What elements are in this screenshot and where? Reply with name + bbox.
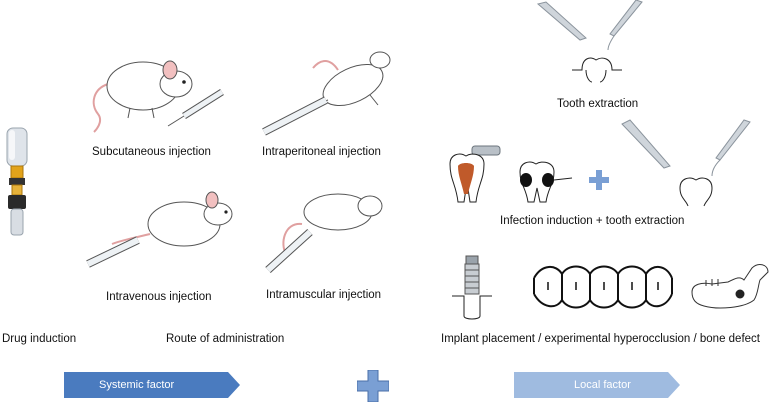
infection-extraction-label: Infection induction + tooth extraction [500, 215, 685, 227]
plus-large-icon [357, 370, 389, 402]
route-of-administration-label: Route of administration [166, 333, 285, 345]
systemic-factor-arrow [64, 372, 240, 398]
intramuscular-label: Intramuscular injection [266, 289, 382, 301]
drug-vial-icon [6, 127, 28, 236]
subcutaneous-label: Subcutaneous injection [92, 146, 211, 158]
implant-label: Implant placement / experimental hyperoc… [441, 333, 760, 345]
infected-tooth-drill-icon [449, 145, 501, 203]
implant-icon [452, 255, 492, 320]
intraperitoneal-mouse-illustration [262, 51, 391, 136]
extraction-tools-illustration [621, 119, 751, 207]
intramuscular-mouse-illustration [265, 193, 383, 273]
infected-tooth-icon [519, 161, 573, 203]
tooth-extraction-label: Tooth extraction [557, 98, 639, 110]
subcutaneous-mouse-illustration [92, 60, 224, 133]
local-factor-label: Local factor [574, 379, 631, 391]
intravenous-mouse-illustration [86, 191, 233, 268]
intravenous-label: Intravenous injection [106, 291, 212, 303]
intraperitoneal-label: Intraperitoneal injection [262, 146, 381, 158]
local-factor-arrow [514, 372, 680, 398]
hyperocclusion-teeth-illustration [533, 265, 673, 309]
drug-induction-label: Drug induction [2, 333, 77, 345]
tooth-extraction-illustration [536, 0, 643, 83]
bone-defect-jaw-illustration [691, 264, 769, 309]
systemic-factor-label: Systemic factor [99, 379, 175, 391]
plus-small-icon [589, 170, 609, 190]
